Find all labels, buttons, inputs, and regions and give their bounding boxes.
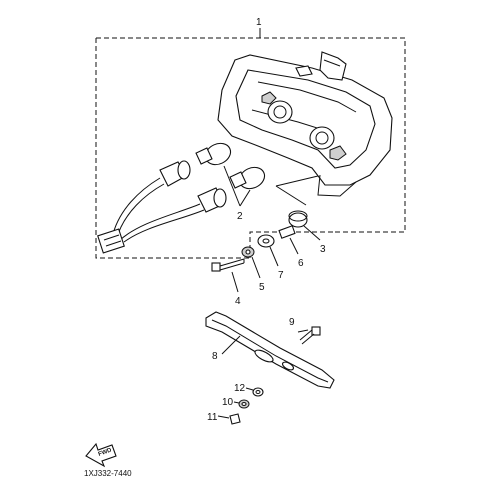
callout-5: 5 — [259, 282, 265, 293]
callout-2: 2 — [237, 211, 243, 222]
wire-harness — [97, 160, 227, 254]
collar — [278, 225, 299, 255]
callout-3: 3 — [320, 244, 326, 255]
diagram-code: 1XJ332-7440 — [84, 469, 132, 478]
socket-opening-right — [309, 126, 335, 150]
nut-11-part — [229, 413, 241, 425]
bulbs — [195, 142, 266, 207]
callout-9: 9 — [289, 317, 295, 328]
callout-12: 12 — [234, 383, 246, 394]
front-arrow-icon: FWD — [85, 442, 117, 468]
callout-7: 7 — [278, 270, 284, 281]
license-plate-bracket — [205, 311, 335, 389]
leader-housing — [275, 175, 319, 187]
callout-11: 11 — [207, 412, 218, 423]
callout-4: 4 — [235, 296, 241, 307]
washer — [257, 234, 279, 267]
callout-8: 8 — [212, 351, 218, 362]
bolt-9 — [297, 326, 321, 345]
nut-11 — [217, 413, 241, 425]
washer-12-part — [252, 387, 264, 397]
damper-part — [288, 212, 308, 228]
callout-10: 10 — [222, 397, 234, 408]
washer-12 — [245, 387, 264, 397]
bolt-4-head — [211, 262, 221, 272]
nut-10 — [233, 399, 250, 409]
damper — [288, 210, 321, 241]
socket-opening-left — [267, 100, 293, 124]
collar-part — [278, 225, 296, 239]
bolt-9-head — [311, 326, 321, 336]
front-mark-label: FWD — [98, 447, 114, 458]
tail-light-housing — [217, 51, 393, 197]
bolt-4 — [211, 258, 245, 293]
washer-part — [257, 234, 275, 248]
callout-1: 1 — [256, 17, 262, 28]
callout-6: 6 — [298, 258, 304, 269]
spring-washer — [241, 246, 261, 279]
bracket-plate — [205, 311, 335, 389]
